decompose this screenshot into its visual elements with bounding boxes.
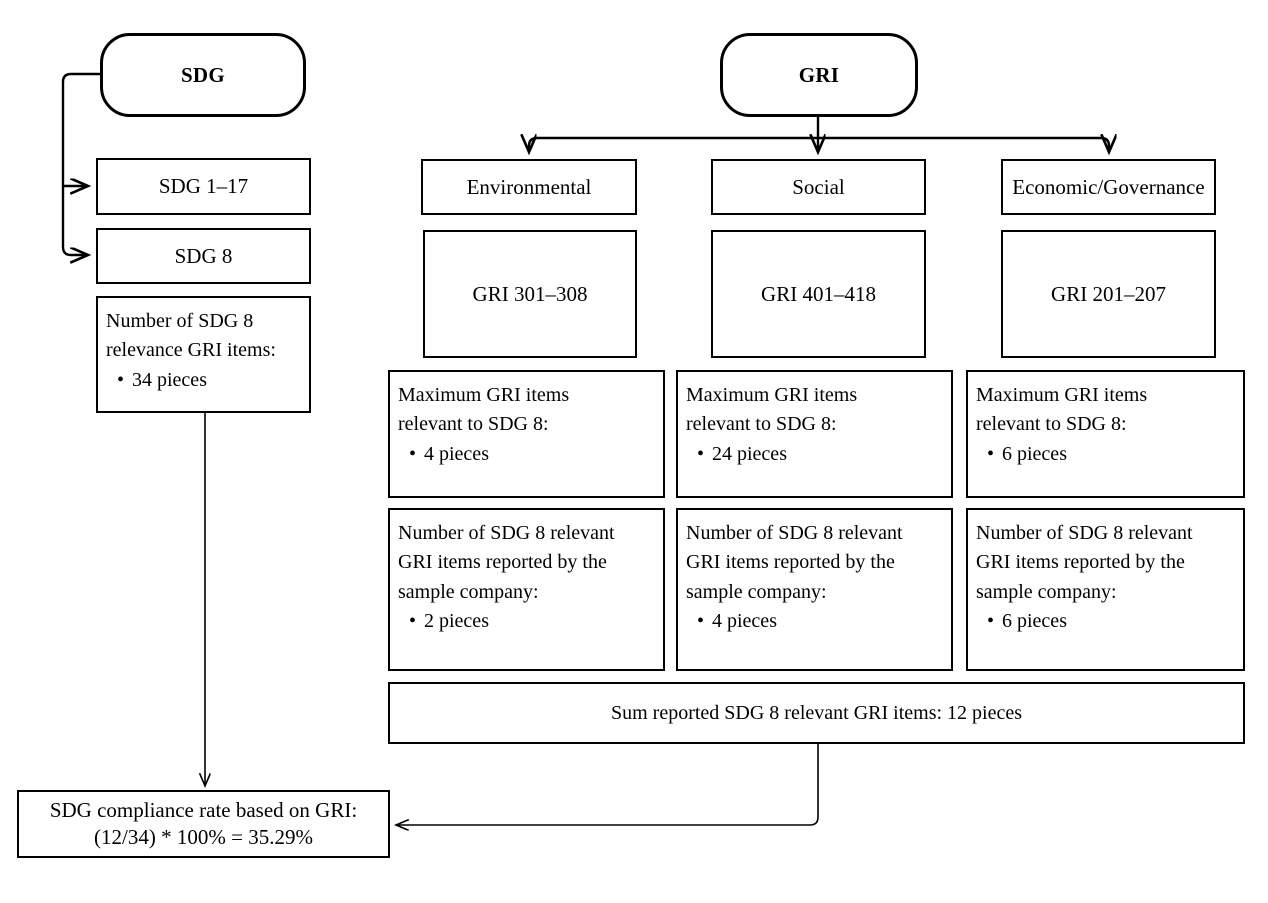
category-label-economic-governance: Economic/Governance bbox=[1012, 174, 1205, 199]
reported-line-1-environmental: Number of SDG 8 relevant bbox=[398, 522, 615, 544]
maximum-bullet-environmental: • 4 pieces bbox=[398, 440, 663, 469]
connector-gri-bus-right bbox=[818, 138, 1109, 152]
gri-range-box-economic-governance[interactable]: GRI 201–207 bbox=[1001, 230, 1216, 358]
bullet-dot-icon: • bbox=[697, 610, 705, 633]
connector-sum-to-result bbox=[396, 744, 819, 825]
reported-bullet-environmental: • 2 pieces bbox=[398, 607, 663, 636]
reported-line-2-economic-governance: GRI items reported by the bbox=[976, 551, 1185, 574]
bullet-dot-icon: • bbox=[117, 368, 125, 391]
sdg-range-box[interactable]: SDG 1–17 bbox=[96, 158, 311, 215]
bullet-dot-icon: • bbox=[987, 610, 995, 633]
maximum-items-box-economic-governance[interactable]: Maximum GRI items relevant to SDG 8: • 6… bbox=[966, 370, 1245, 498]
maximum-items-box-social[interactable]: Maximum GRI items relevant to SDG 8: • 2… bbox=[676, 370, 953, 498]
connector-sdg-rail bbox=[61, 72, 100, 255]
sdg-relevance-count-box[interactable]: Number of SDG 8 relevance GRI items: • 3… bbox=[96, 296, 311, 413]
sum-reported-items-box[interactable]: Sum reported SDG 8 relevant GRI items: 1… bbox=[388, 682, 1245, 744]
maximum-bullet-text-social: 24 pieces bbox=[712, 442, 787, 465]
gri-range-box-social[interactable]: GRI 401–418 bbox=[711, 230, 926, 358]
reported-bullet-text-environmental: 2 pieces bbox=[424, 610, 489, 633]
sdg-8-label: SDG 8 bbox=[174, 243, 233, 268]
maximum-line-2-economic-governance: relevant to SDG 8: bbox=[976, 413, 1127, 436]
sum-reported-items-label: Sum reported SDG 8 relevant GRI items: 1… bbox=[610, 701, 1023, 724]
maximum-bullet-text-economic-governance: 6 pieces bbox=[1002, 442, 1067, 465]
reported-line-3-economic-governance: sample company: bbox=[976, 580, 1117, 603]
maximum-line-2-social: relevant to SDG 8: bbox=[686, 413, 837, 436]
reported-bullet-text-economic-governance: 6 pieces bbox=[1002, 610, 1067, 633]
category-box-economic-governance[interactable]: Economic/Governance bbox=[1001, 159, 1216, 215]
bullet-dot-icon: • bbox=[409, 610, 417, 633]
sdg-range-label: SDG 1–17 bbox=[158, 174, 249, 198]
compliance-rate-box[interactable]: SDG compliance rate based on GRI: (12/34… bbox=[17, 790, 390, 858]
maximum-line-1-social: Maximum GRI items bbox=[686, 384, 858, 406]
sdg-relevance-bullet-text: 34 pieces bbox=[132, 368, 207, 391]
category-label-environmental: Environmental bbox=[466, 174, 592, 199]
maximum-bullet-text-environmental: 4 pieces bbox=[424, 442, 489, 465]
reported-line-1-social: Number of SDG 8 relevant bbox=[686, 522, 903, 544]
reported-line-3-social: sample company: bbox=[686, 580, 827, 603]
reported-items-box-economic-governance[interactable]: Number of SDG 8 relevant GRI items repor… bbox=[966, 508, 1245, 671]
maximum-items-box-environmental[interactable]: Maximum GRI items relevant to SDG 8: • 4… bbox=[388, 370, 665, 498]
maximum-line-2-environmental: relevant to SDG 8: bbox=[398, 413, 549, 436]
gri-root-label: GRI bbox=[798, 62, 840, 87]
reported-bullet-text-social: 4 pieces bbox=[712, 610, 777, 633]
maximum-line-1-economic-governance: Maximum GRI items bbox=[976, 384, 1148, 406]
gri-range-label-environmental: GRI 301–308 bbox=[472, 281, 588, 306]
reported-items-box-social[interactable]: Number of SDG 8 relevant GRI items repor… bbox=[676, 508, 953, 671]
compliance-rate-line-2: (12/34) * 100% = 35.29% bbox=[94, 825, 313, 849]
gri-range-box-environmental[interactable]: GRI 301–308 bbox=[423, 230, 637, 358]
reported-line-2-social: GRI items reported by the bbox=[686, 551, 895, 574]
maximum-bullet-economic-governance: • 6 pieces bbox=[976, 440, 1243, 469]
category-box-environmental[interactable]: Environmental bbox=[421, 159, 637, 215]
gri-range-label-economic-governance: GRI 201–207 bbox=[1051, 281, 1166, 306]
maximum-line-1-environmental: Maximum GRI items bbox=[398, 384, 570, 406]
sdg-root-label: SDG bbox=[180, 62, 226, 87]
sdg-relevance-line-1: Number of SDG 8 bbox=[106, 310, 254, 332]
bullet-dot-icon: • bbox=[987, 442, 995, 465]
maximum-bullet-social: • 24 pieces bbox=[686, 440, 951, 469]
reported-line-1-economic-governance: Number of SDG 8 relevant bbox=[976, 522, 1193, 544]
bullet-dot-icon: • bbox=[697, 442, 705, 465]
sdg-8-box[interactable]: SDG 8 bbox=[96, 228, 311, 284]
gri-range-label-social: GRI 401–418 bbox=[761, 281, 876, 306]
sdg-relevance-line-2: relevance GRI items: bbox=[106, 339, 276, 362]
reported-items-box-environmental[interactable]: Number of SDG 8 relevant GRI items repor… bbox=[388, 508, 665, 671]
connector-gri-bus-left bbox=[529, 138, 818, 152]
bullet-dot-icon: • bbox=[409, 442, 417, 465]
category-box-social[interactable]: Social bbox=[711, 159, 926, 215]
reported-bullet-economic-governance: • 6 pieces bbox=[976, 607, 1243, 636]
reported-bullet-social: • 4 pieces bbox=[686, 607, 951, 636]
gri-root-node[interactable]: GRI bbox=[720, 33, 918, 117]
compliance-rate-line-1: SDG compliance rate based on GRI: bbox=[49, 798, 358, 823]
reported-line-2-environmental: GRI items reported by the bbox=[398, 551, 607, 574]
sdg-root-node[interactable]: SDG bbox=[100, 33, 306, 117]
category-label-social: Social bbox=[792, 174, 845, 199]
sdg-relevance-bullet: • 34 pieces bbox=[106, 366, 309, 395]
reported-line-3-environmental: sample company: bbox=[398, 580, 539, 603]
